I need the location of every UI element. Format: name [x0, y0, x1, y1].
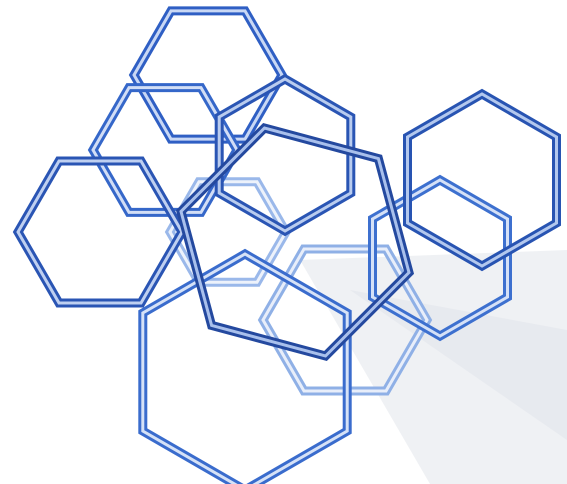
ring-right [403, 88, 561, 272]
ring-inner-small-highlight [168, 180, 288, 284]
ring-left-band [12, 156, 188, 308]
ring-bottom-large-highlight [141, 252, 349, 484]
ring-top [128, 6, 288, 144]
drop-shadow-streak [350, 290, 567, 440]
ring-left-highlight [16, 159, 184, 305]
ring-upper-left [87, 83, 243, 217]
ring-upper-center-highlight [217, 77, 353, 233]
ring-bottom-center [257, 244, 433, 396]
ring-upper-center [214, 73, 356, 237]
ring-top-band [128, 6, 288, 144]
ring-center-large [175, 122, 415, 362]
ring-right-highlight [406, 92, 558, 268]
ring-left [12, 156, 188, 308]
ring-right-band [403, 88, 561, 272]
ring-center-large-highlight [179, 126, 411, 358]
ring-bottom-large [138, 248, 352, 484]
ring-inner-small [164, 177, 292, 287]
ring-bottom-center-highlight [261, 247, 429, 393]
ring-right-lower-highlight [371, 178, 509, 338]
ring-upper-left-highlight [91, 86, 239, 214]
ring-right-lower [368, 174, 512, 342]
ring-top-highlight [132, 9, 284, 141]
